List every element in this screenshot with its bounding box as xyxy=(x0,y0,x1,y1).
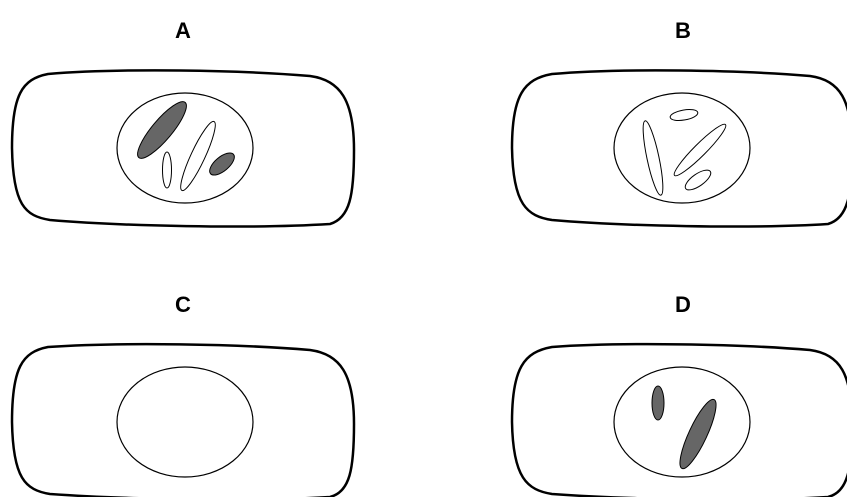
chromosome-dark xyxy=(209,152,235,176)
panel-b: B xyxy=(510,18,847,228)
panel-c: C xyxy=(10,292,356,497)
cell-membrane xyxy=(510,69,847,228)
nucleus xyxy=(613,92,751,204)
chromosome-light xyxy=(669,109,699,121)
panel-c-label: C xyxy=(175,292,191,317)
panel-d: D xyxy=(510,292,847,497)
chromosome-light xyxy=(642,120,664,196)
panel-d-label: D xyxy=(675,292,691,317)
nucleus xyxy=(116,366,254,478)
panel-a-label: A xyxy=(175,18,191,43)
nucleus xyxy=(613,366,751,478)
chromosome-dark xyxy=(137,101,187,159)
cell-membrane xyxy=(510,342,847,497)
chromosome-dark xyxy=(651,385,665,421)
panel-a: A xyxy=(10,18,356,228)
nucleus xyxy=(116,92,254,204)
chromosome-light xyxy=(180,120,216,192)
cell-membrane xyxy=(10,69,356,228)
chromosome-dark xyxy=(679,398,717,470)
chromosome-light xyxy=(162,151,172,189)
panel-b-label: B xyxy=(675,18,691,43)
chromosome-light xyxy=(684,169,712,191)
chromosome-light xyxy=(673,123,727,177)
